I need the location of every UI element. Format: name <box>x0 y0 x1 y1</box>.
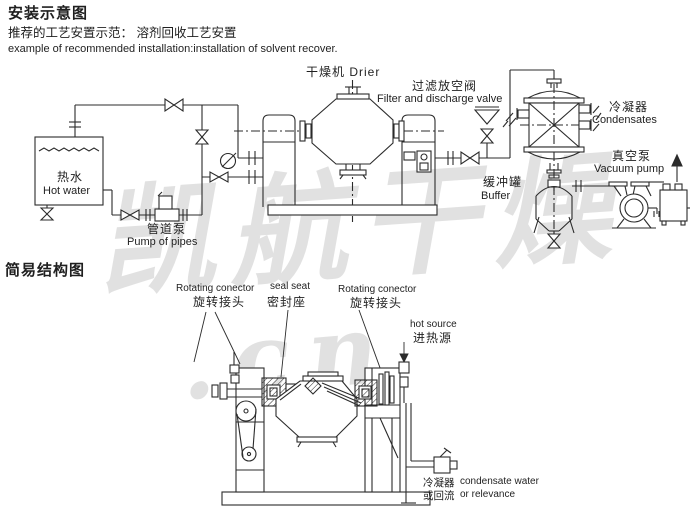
buffer-label-en: Buffer <box>481 190 511 202</box>
condensate-label-cn-2: 或回流 <box>423 490 455 502</box>
seal-seat-label-cn: 密封座 <box>267 295 307 309</box>
belt <box>236 413 244 458</box>
right-support-column <box>401 114 436 207</box>
vacuum-pump <box>608 153 690 229</box>
outlet-valve <box>433 456 451 474</box>
condensate-outlet <box>401 403 458 504</box>
double-cone <box>311 98 394 165</box>
condensate-label-en-2: or relevance <box>460 489 516 500</box>
valve-icon <box>546 233 562 242</box>
condenser-label-cn: 冷凝器 <box>609 100 649 114</box>
pump-body <box>154 208 180 222</box>
rotating-conector-left-en: Rotating conector <box>176 283 255 294</box>
valve-icon <box>194 129 210 138</box>
rotating-conector-right-cn: 旋转接头 <box>350 296 403 310</box>
buffer-label-cn: 缓冲罐 <box>483 175 523 189</box>
exhaust-arrow-icon <box>671 153 683 167</box>
left-support-column <box>262 114 296 207</box>
hot-water-tank <box>34 105 104 221</box>
valve-icon <box>209 171 221 183</box>
hot-water-piping <box>75 97 263 215</box>
filter-valve-label-en: Filter and discharge valve <box>377 93 503 105</box>
vapour-pipe <box>435 69 555 166</box>
dryer-vessel <box>234 80 444 222</box>
cooling-nozzle <box>578 104 591 114</box>
vacuum-pump-label-cn: 真空泵 <box>612 149 652 163</box>
condenser-label-en: Condensates <box>592 114 657 126</box>
condensate-label-cn-1: 冷凝器 <box>423 477 455 489</box>
control-button <box>403 151 416 161</box>
vent-valve-icon <box>479 128 495 137</box>
valve-icon <box>164 97 175 113</box>
hot-source-arrow-icon <box>399 353 409 364</box>
drain-valve-icon <box>39 207 55 215</box>
rotating-conector-right-en: Rotating conector <box>338 284 417 295</box>
structure-leaders <box>193 309 409 378</box>
hot-source-label-cn: 进热源 <box>413 331 453 345</box>
valve-icon <box>120 209 132 221</box>
hot-source-fitting <box>398 361 410 374</box>
hot-water-label-cn: 热水 <box>57 170 84 184</box>
page-title: 安装示意图 <box>8 5 89 22</box>
machine-base <box>221 491 431 506</box>
valve-icon <box>460 150 471 166</box>
pipe-pump-label-cn: 管道泵 <box>147 222 187 236</box>
pipe-pump-label-en: Pump of pipes <box>127 236 198 248</box>
vacuum-pump-label-en: Vacuum pump <box>594 163 665 175</box>
structure-machine <box>211 352 458 506</box>
condensate-label-en-1: condensate water <box>460 476 539 487</box>
buffer-tank <box>533 180 616 249</box>
belt <box>252 408 257 450</box>
pulley-small <box>241 446 257 462</box>
receiver-tank <box>659 189 688 222</box>
hot-water-label-en: Hot water <box>43 185 91 197</box>
filter-valve-label-cn: 过滤放空阀 <box>412 79 478 93</box>
page-subtitle-en: example of recommended installation:inst… <box>8 43 338 55</box>
water-level-wave <box>38 147 100 152</box>
pipeline-pump <box>103 189 202 222</box>
drier-label: 干燥机 Drier <box>306 65 381 79</box>
rotating-conector-left-cn: 旋转接头 <box>193 295 246 309</box>
structure-cone <box>275 371 362 448</box>
drive-column <box>211 352 265 493</box>
hot-source-label-en: hot source <box>410 319 457 330</box>
filter-plug <box>304 377 322 395</box>
dryer-base <box>267 204 438 216</box>
structure-title: 简易结构图 <box>5 262 86 279</box>
rotary-joint-right <box>354 361 410 407</box>
cooling-nozzle <box>578 120 591 130</box>
seal-seat-label-en: seal seat <box>270 281 311 292</box>
cooling-nozzle <box>517 109 530 119</box>
vent-funnel-icon <box>473 109 501 125</box>
condenser <box>502 78 602 235</box>
page-subtitle-cn: 推荐的工艺安置示范： 溶剂回收工艺安置 <box>8 26 237 40</box>
pulley-large <box>235 400 257 422</box>
